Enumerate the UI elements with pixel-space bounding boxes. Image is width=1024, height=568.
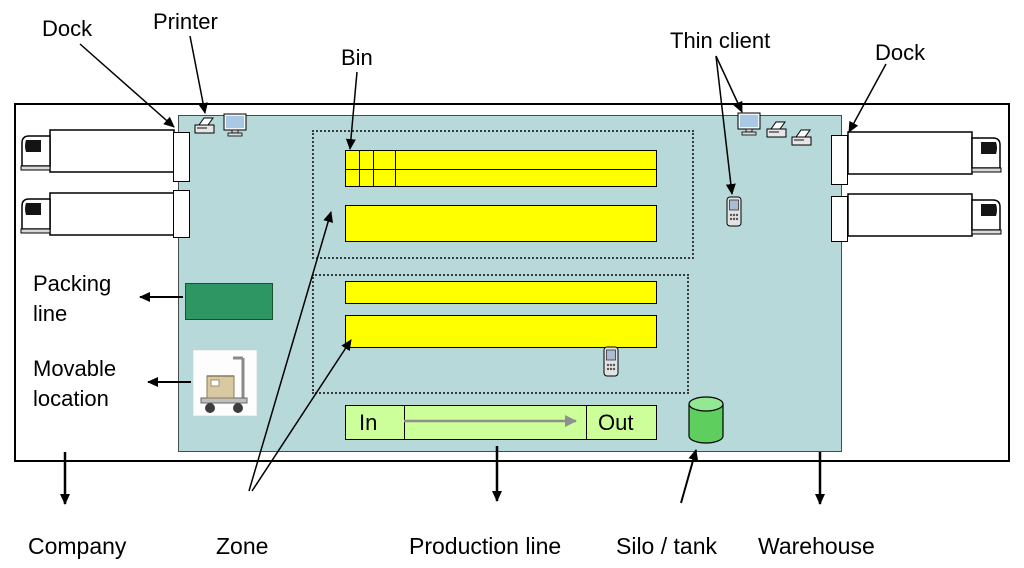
bin-1 bbox=[345, 150, 657, 187]
label-zone: Zone bbox=[216, 533, 269, 559]
dock-right-1 bbox=[831, 135, 848, 185]
production-out-label: Out bbox=[598, 409, 634, 435]
label-company: Company bbox=[28, 533, 127, 559]
bin-grid-line bbox=[395, 151, 396, 186]
printer-icon bbox=[194, 117, 215, 134]
bin-grid-line bbox=[373, 151, 374, 186]
truck-icon bbox=[847, 131, 1002, 175]
dock-left-2 bbox=[173, 190, 190, 238]
thin-client-monitor-icon bbox=[737, 112, 761, 136]
truck-icon bbox=[847, 193, 1002, 237]
bin-2 bbox=[345, 205, 657, 242]
callout-movable-location: Movable location bbox=[33, 356, 117, 411]
callout-bin: Bin bbox=[341, 45, 373, 70]
production-in-label: In bbox=[359, 409, 378, 435]
truck-icon bbox=[20, 192, 175, 236]
callout-dock-right: Dock bbox=[875, 40, 926, 65]
handheld-thin-client-icon bbox=[726, 196, 742, 227]
bin-3 bbox=[345, 281, 657, 304]
silo-tank-icon bbox=[688, 396, 724, 444]
callout-printer: Printer bbox=[153, 9, 218, 34]
printer-icon bbox=[791, 129, 812, 146]
callout-packing-line: Packing line bbox=[33, 271, 112, 326]
dock-left-1 bbox=[173, 132, 190, 182]
label-silo-tank: Silo / tank bbox=[616, 533, 717, 559]
handheld-thin-client-icon bbox=[603, 346, 619, 377]
bin-grid-line bbox=[346, 168, 656, 170]
thin-client-monitor-icon bbox=[223, 113, 247, 137]
callout-thin-client: Thin client bbox=[670, 28, 771, 53]
production-divider bbox=[586, 406, 587, 439]
zone-1 bbox=[312, 130, 694, 259]
callout-dock-left: Dock bbox=[42, 16, 93, 41]
dock-right-2 bbox=[831, 196, 848, 242]
production-divider bbox=[404, 406, 405, 439]
bin-grid-line bbox=[359, 151, 360, 186]
arrow-printer bbox=[189, 35, 208, 114]
printer-icon bbox=[766, 121, 787, 138]
packing-line-block bbox=[185, 283, 273, 320]
label-production-line: Production line bbox=[409, 533, 562, 559]
movable-location-cart-icon bbox=[193, 350, 257, 416]
production-line: In Out bbox=[345, 405, 657, 440]
truck-icon bbox=[20, 129, 175, 173]
label-warehouse: Warehouse bbox=[758, 533, 875, 559]
bin-4 bbox=[345, 315, 657, 348]
